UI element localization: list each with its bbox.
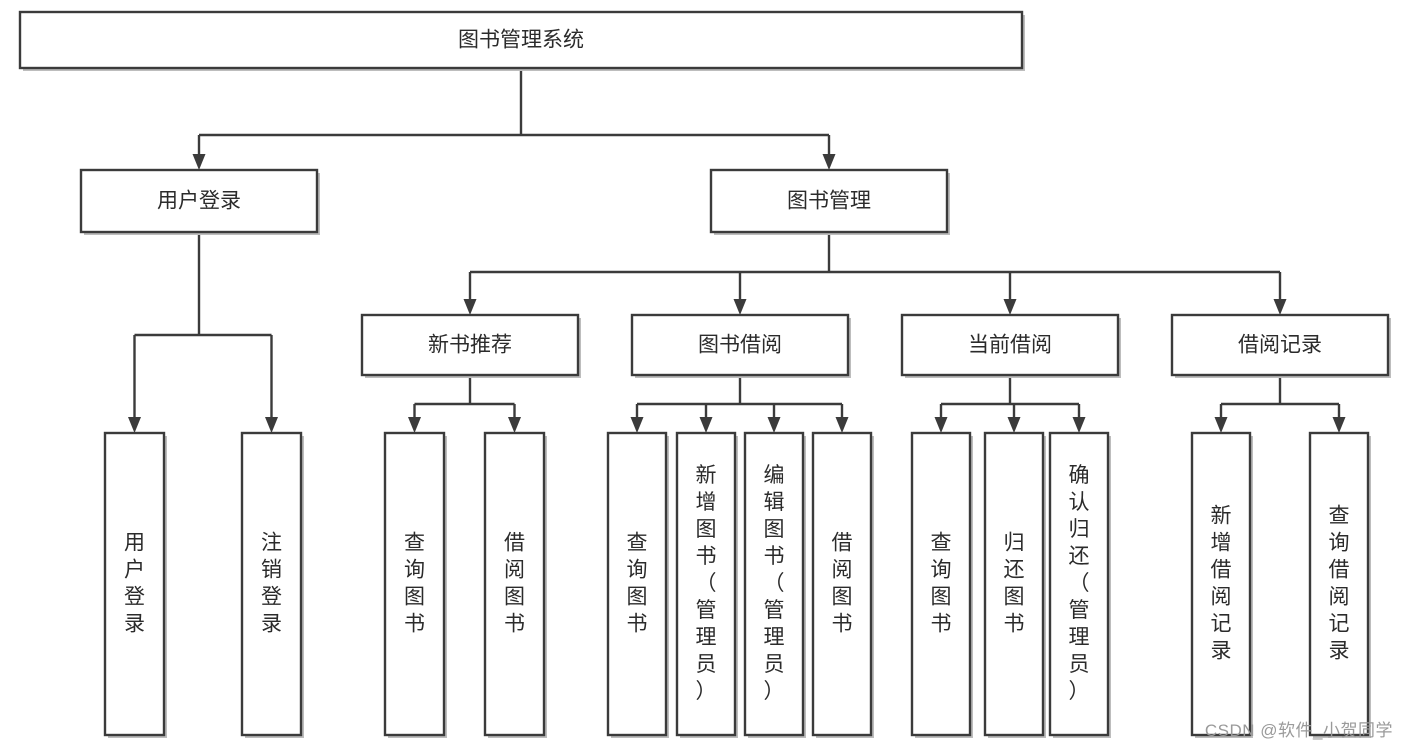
node-box	[743, 431, 805, 737]
arrow-head-icon	[192, 154, 206, 170]
node-box	[1170, 313, 1390, 377]
arrow-head-icon	[508, 417, 521, 433]
node-box	[1308, 431, 1370, 737]
node-box	[1190, 431, 1252, 737]
arrow-head-icon	[767, 417, 781, 433]
node-label: 新书推荐	[428, 334, 512, 357]
node-label: 图书管理系统	[458, 29, 584, 52]
node-l-bk-add[interactable]: 新增图书（管理员）	[675, 431, 738, 738]
node-box	[709, 168, 949, 234]
arrow-head-icon	[733, 299, 747, 315]
node-label: 归还图书	[1004, 531, 1025, 635]
node-l-bk-query[interactable]: 查询图书	[606, 431, 669, 738]
node-box	[360, 313, 580, 377]
node-box	[606, 431, 668, 737]
arrow-head-icon	[1072, 417, 1086, 433]
node-box	[983, 431, 1045, 737]
node-label: 编辑图书（管理员）	[764, 464, 785, 703]
arrow-head-icon	[463, 299, 477, 315]
arrow-head-icon	[1003, 299, 1017, 315]
edge-layer	[128, 68, 1346, 433]
node-l-rec-query[interactable]: 查询借阅记录	[1308, 431, 1371, 738]
node-box	[383, 431, 446, 737]
node-label: 查询图书	[931, 531, 952, 635]
node-box	[18, 10, 1024, 70]
node-label: 图书管理	[787, 190, 871, 213]
node-label: 借阅图书	[504, 531, 525, 635]
node-n-book-mgmt[interactable]: 图书管理	[709, 168, 950, 235]
node-box	[910, 431, 972, 737]
node-box	[483, 431, 546, 737]
node-l-cur-return[interactable]: 归还图书	[983, 431, 1046, 738]
node-l-rec-add[interactable]: 新增借阅记录	[1190, 431, 1253, 738]
node-label: 确认归还（管理员）	[1069, 464, 1090, 703]
arrow-head-icon	[835, 417, 849, 433]
node-l-logout[interactable]: 注销登录	[240, 431, 304, 738]
node-box	[103, 431, 166, 737]
node-n-current[interactable]: 当前借阅	[900, 313, 1121, 378]
node-label: 查询图书	[627, 531, 648, 635]
arrow-head-icon	[934, 417, 948, 433]
node-label: 查询图书	[404, 531, 425, 635]
node-layer: 图书管理系统用户登录图书管理新书推荐图书借阅当前借阅借阅记录用户登录注销登录查询…	[18, 10, 1391, 738]
arrow-head-icon	[1332, 417, 1346, 433]
node-l-user-login[interactable]: 用户登录	[103, 431, 167, 738]
node-label: 借阅图书	[832, 531, 853, 635]
node-n-borrow[interactable]: 图书借阅	[630, 313, 851, 378]
arrow-head-icon	[265, 417, 278, 433]
node-box	[675, 431, 737, 737]
node-box	[900, 313, 1120, 377]
node-l-nb-query[interactable]: 查询图书	[383, 431, 447, 738]
node-l-bk-edit[interactable]: 编辑图书（管理员）	[743, 431, 806, 738]
node-label: 注销登录	[261, 531, 282, 635]
node-l-cur-query[interactable]: 查询图书	[910, 431, 973, 738]
node-n-user-login[interactable]: 用户登录	[79, 168, 320, 235]
arrow-head-icon	[408, 417, 421, 433]
arrow-head-icon	[128, 417, 141, 433]
node-label: 查询借阅记录	[1329, 504, 1350, 662]
node-l-bk-borrow[interactable]: 借阅图书	[811, 431, 874, 738]
node-box	[811, 431, 873, 737]
node-label: 新增借阅记录	[1211, 504, 1232, 662]
node-label: 用户登录	[124, 531, 145, 635]
node-label: 借阅记录	[1238, 334, 1322, 357]
node-root[interactable]: 图书管理系统	[18, 10, 1025, 71]
arrow-head-icon	[822, 154, 836, 170]
arrow-head-icon	[630, 417, 644, 433]
node-label: 新增图书（管理员）	[696, 464, 717, 703]
arrow-head-icon	[699, 417, 713, 433]
arrow-head-icon	[1214, 417, 1228, 433]
arrow-head-icon	[1007, 417, 1021, 433]
node-l-cur-confirm[interactable]: 确认归还（管理员）	[1048, 431, 1111, 738]
node-label: 当前借阅	[968, 334, 1052, 357]
node-label: 图书借阅	[698, 334, 782, 357]
node-n-new-books[interactable]: 新书推荐	[360, 313, 581, 378]
arrow-head-icon	[1273, 299, 1287, 315]
node-l-nb-borrow[interactable]: 借阅图书	[483, 431, 547, 738]
node-label: 用户登录	[157, 190, 241, 213]
node-box	[630, 313, 850, 377]
node-n-records[interactable]: 借阅记录	[1170, 313, 1391, 378]
node-box	[79, 168, 319, 234]
node-box	[1048, 431, 1110, 737]
node-box	[240, 431, 303, 737]
